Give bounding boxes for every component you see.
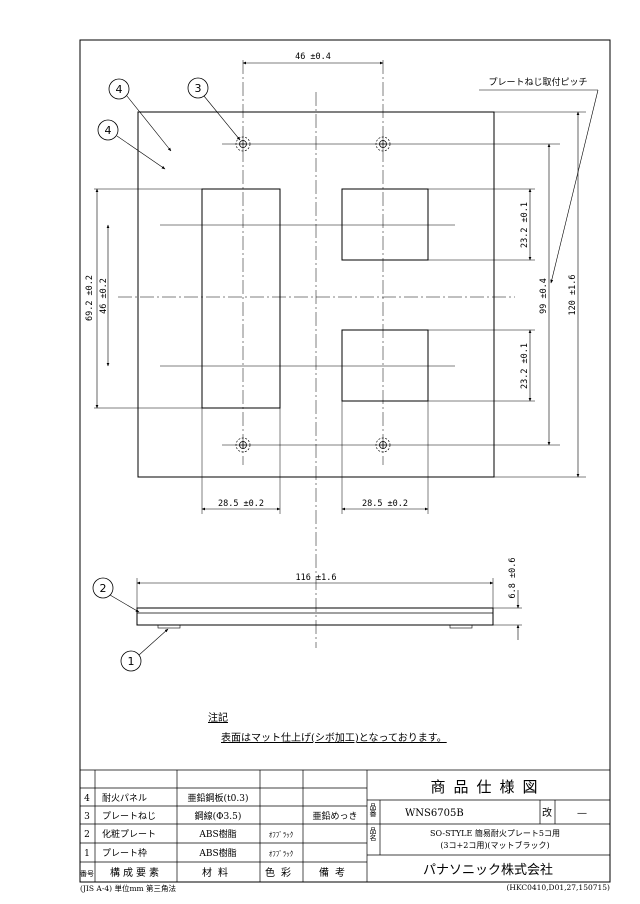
side-view bbox=[136, 578, 522, 629]
parts-table-header: 番号 構成要素 材料 色彩 備考 bbox=[80, 866, 351, 879]
row2-element: 化粧プレート bbox=[102, 828, 156, 840]
dimension-screw-pitch-h: 46 ±0.4 bbox=[242, 52, 384, 65]
header-color: 色彩 bbox=[265, 866, 297, 879]
dim-text-outer-h: 69.2 ±0.2 bbox=[85, 275, 95, 321]
dimension-screw-pitch-v: 99 ±0.4 bbox=[539, 143, 551, 446]
dim-text-side-thickness: 6.8 ±0.6 bbox=[508, 558, 518, 599]
callout-2-label: 2 bbox=[100, 582, 107, 595]
header-material: 材料 bbox=[202, 866, 234, 879]
drawing-title: 商品仕様図 bbox=[430, 778, 545, 796]
row2-material: ABS樹脂 bbox=[198, 828, 236, 840]
row3-remarks: 亜鉛めっき bbox=[312, 810, 357, 822]
dimension-inner-h: 46 ±0.2 bbox=[99, 224, 110, 367]
company-name: パナソニック株式会社 bbox=[423, 862, 553, 878]
dimension-outer-h: 69.2 ±0.2 bbox=[85, 188, 99, 409]
side-plate-body bbox=[136, 607, 494, 626]
parts-table-row-3: 3 プレートねじ 鋼線(Φ3.5) 亜鉛めっき bbox=[84, 810, 357, 822]
row1-element: プレート枠 bbox=[102, 847, 147, 859]
row1-no: 1 bbox=[84, 849, 90, 859]
callout-3: 3 bbox=[187, 77, 241, 141]
row2-color: ｵﾌﾌﾞﾗｯｸ bbox=[269, 831, 294, 839]
callout-4-a: 4 bbox=[108, 78, 172, 152]
opening-2-gang-top bbox=[341, 188, 429, 261]
hinban-value: WNS6705B bbox=[405, 808, 464, 819]
row4-element: 耐火パネル bbox=[102, 792, 147, 804]
dim-text-plate-height: 120 ±1.6 bbox=[568, 275, 578, 316]
screw-pitch-leader: プレートねじ取付ピッチ bbox=[479, 77, 599, 284]
callout-1-label: 1 bbox=[128, 655, 135, 668]
callout-3-label: 3 bbox=[195, 82, 202, 95]
notes: 注記 表面はマット仕上げ(シボ加工)となっております。 bbox=[208, 711, 447, 744]
dimension-sq-bottom: 23.2 ±0.1 bbox=[520, 329, 532, 402]
drawing-frame bbox=[79, 39, 611, 883]
row1-material: ABS樹脂 bbox=[198, 847, 236, 859]
row3-no: 3 bbox=[84, 812, 90, 822]
dimension-sq-top: 23.2 ±0.1 bbox=[520, 188, 532, 261]
header-element: 構成要素 bbox=[110, 866, 162, 879]
row4-no: 4 bbox=[84, 794, 90, 804]
kai-label: 改 bbox=[542, 806, 552, 819]
parts-table bbox=[80, 769, 610, 882]
hinmei-line1: SO-STYLE 簡易耐火プレート5コ用 bbox=[430, 828, 560, 838]
dim-text-screw-pitch-h: 46 ±0.4 bbox=[295, 52, 331, 62]
hinban-label: 品番 bbox=[369, 803, 377, 818]
dimension-plate-height: 120 ±1.6 bbox=[568, 111, 580, 478]
title-block: 商品仕様図 品番 WNS6705B 改 — 品名 SO-STYLE 簡易耐火プレ… bbox=[369, 778, 587, 878]
dim-text-side-width: 116 ±1.6 bbox=[296, 573, 337, 583]
dim-text-sq-bottom: 23.2 ±0.1 bbox=[520, 343, 530, 389]
header-remarks: 備考 bbox=[319, 866, 351, 879]
screw-bottom-right bbox=[375, 437, 391, 453]
screw-pitch-label: プレートねじ取付ピッチ bbox=[488, 77, 587, 88]
notes-text: 表面はマット仕上げ(シボ加工)となっております。 bbox=[221, 731, 447, 744]
parts-table-row-2: 2 化粧プレート ABS樹脂 ｵﾌﾌﾞﾗｯｸ bbox=[84, 828, 294, 840]
dim-text-left-opening: 28.5 ±0.2 bbox=[218, 499, 264, 509]
dimension-side-thickness: 6.8 ±0.6 bbox=[508, 558, 520, 640]
parts-table-row-4: 4 耐火パネル 亜鉛鋼板(t0.3) bbox=[84, 792, 248, 804]
row2-no: 2 bbox=[84, 830, 90, 840]
hinmei-label: 品名 bbox=[369, 827, 377, 842]
parts-table-row-1: 1 プレート枠 ABS樹脂 ｵﾌﾌﾞﾗｯｸ bbox=[84, 847, 294, 859]
row4-material: 亜鉛鋼板(t0.3) bbox=[188, 792, 249, 804]
hinmei-line2: (3コ+2コ用)(マットブラック) bbox=[440, 840, 549, 850]
dimension-left-opening: 28.5 ±0.2 bbox=[201, 408, 281, 514]
dim-text-screw-pitch-v: 99 ±0.4 bbox=[539, 278, 549, 314]
callout-4-b-label: 4 bbox=[105, 124, 112, 137]
kai-value: — bbox=[577, 808, 587, 819]
screw-bottom-left bbox=[235, 437, 251, 453]
callout-4-a-label: 4 bbox=[116, 83, 123, 96]
notes-heading: 注記 bbox=[208, 711, 228, 724]
callout-1: 1 bbox=[120, 628, 169, 672]
row3-element: プレートねじ bbox=[102, 811, 156, 822]
callout-4-b: 4 bbox=[97, 119, 166, 170]
screw-top-left bbox=[235, 136, 251, 152]
footer-standard: (JIS A-4) 単位mm 第三角法 bbox=[80, 884, 177, 893]
dimension-side-width: 116 ±1.6 bbox=[136, 573, 494, 585]
dim-text-right-opening: 28.5 ±0.2 bbox=[362, 499, 408, 509]
dim-text-sq-top: 23.2 ±0.1 bbox=[520, 202, 530, 248]
row3-material: 鋼線(Φ3.5) bbox=[195, 810, 242, 822]
opening-3-gang bbox=[201, 188, 281, 409]
screw-top-right bbox=[375, 136, 391, 152]
dimension-right-opening: 28.5 ±0.2 bbox=[341, 401, 429, 514]
callout-2: 2 bbox=[92, 577, 140, 613]
front-view bbox=[94, 60, 586, 648]
row1-color: ｵﾌﾌﾞﾗｯｸ bbox=[269, 850, 294, 858]
footer-doc-code: (HKC0410,D01,27,150715) bbox=[506, 883, 610, 892]
dim-text-inner-h: 46 ±0.2 bbox=[99, 278, 109, 314]
header-no: 番号 bbox=[80, 870, 94, 878]
opening-2-gang-bottom bbox=[341, 329, 429, 402]
